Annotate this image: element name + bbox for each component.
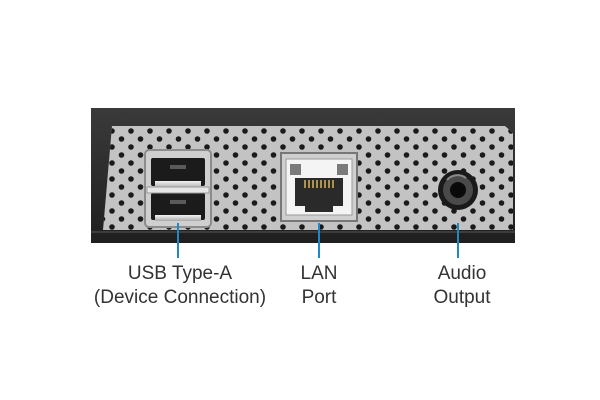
audio-label-line-2: Output xyxy=(433,287,491,308)
audio-jack-icon xyxy=(438,170,478,210)
audio-label-line-1: Audio xyxy=(437,263,487,284)
usb-label-line-2: (Device Connection) xyxy=(93,287,267,308)
rj45-lan-icon xyxy=(280,152,358,222)
leader-lines xyxy=(177,223,459,258)
usb-label-line-1: USB Type-A xyxy=(127,263,233,284)
usb-type-a-icon xyxy=(144,149,212,228)
lan-port-label: LAN Port xyxy=(272,262,366,310)
usb-port-label: USB Type-A (Device Connection) xyxy=(80,262,280,310)
lan-label-line-1: LAN xyxy=(300,263,338,284)
lan-label-line-2: Port xyxy=(301,287,337,308)
audio-port-label: Audio Output xyxy=(412,262,512,310)
